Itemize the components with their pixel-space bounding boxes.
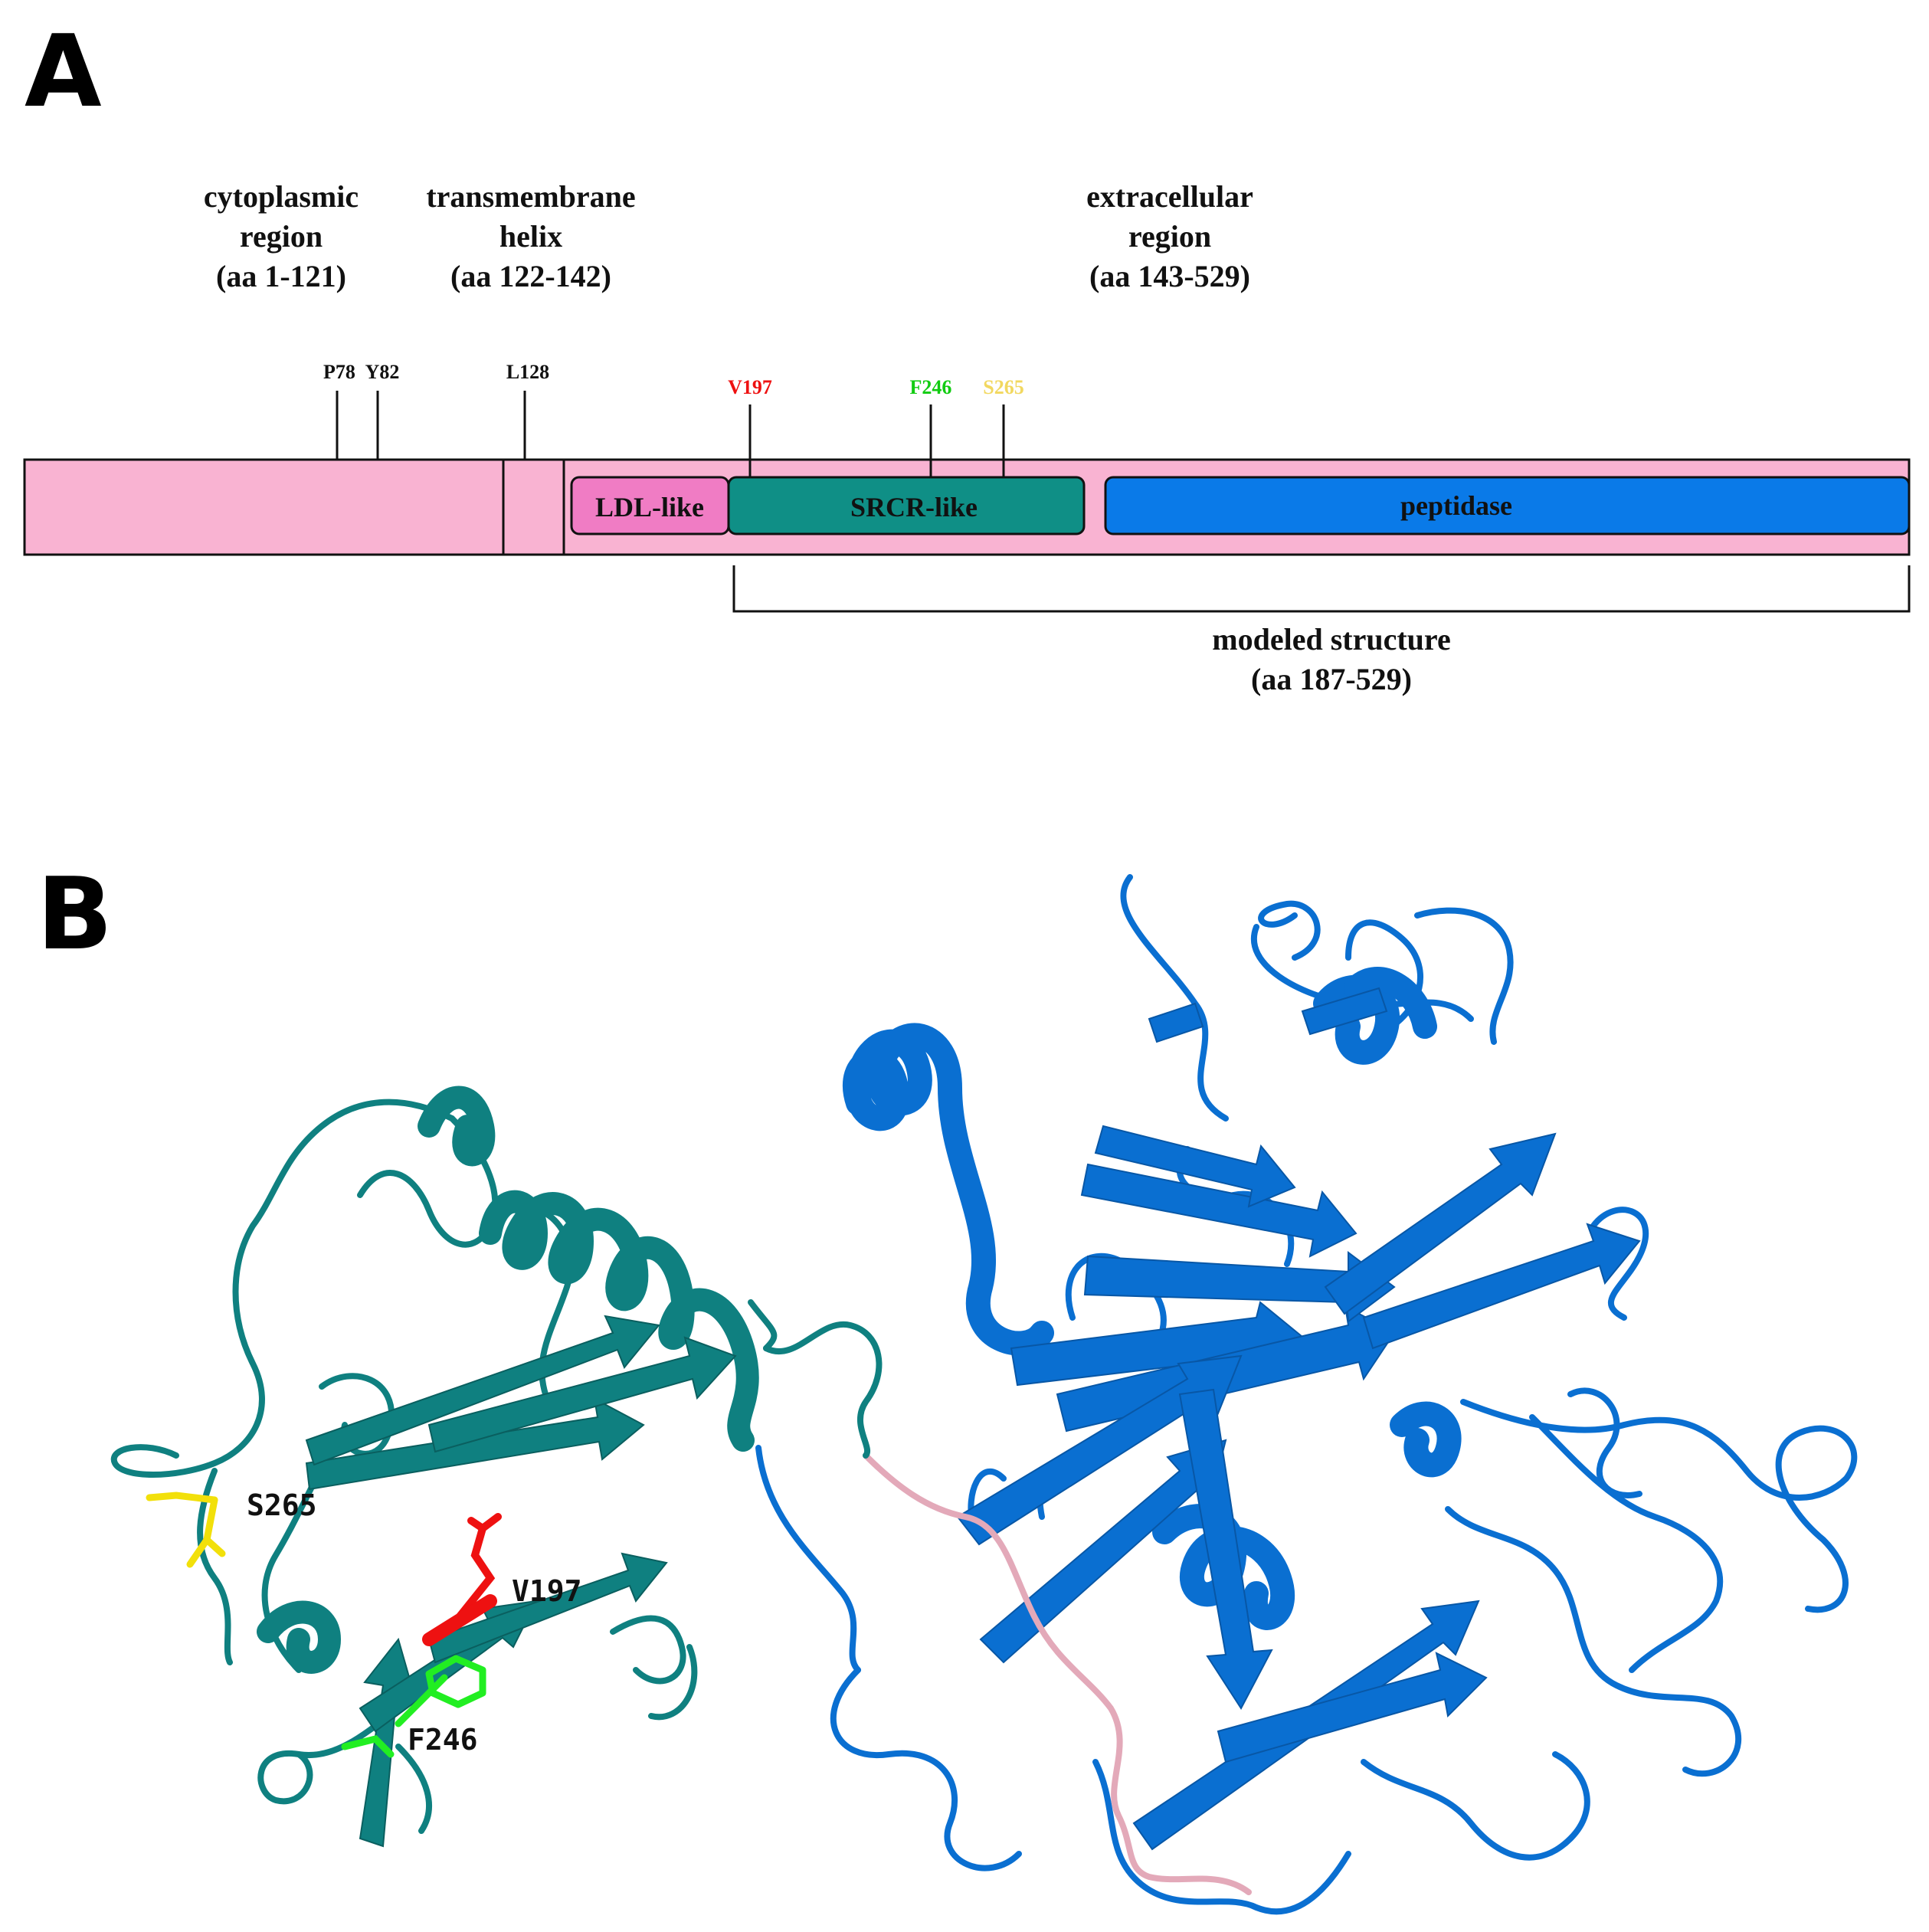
residue-v197-sticks	[422, 1513, 502, 1646]
domain-srcr-like	[727, 476, 1086, 535]
region-transmembrane-line2: helix	[499, 219, 562, 254]
region-extracellular-line1: extracellular	[1086, 179, 1253, 214]
peptidase-loop	[830, 1667, 1022, 1871]
srcr-loop	[610, 1615, 686, 1685]
srcr-loop	[110, 1099, 455, 1478]
srcr-strand	[427, 1336, 737, 1453]
peptidase-helix	[1344, 967, 1437, 1039]
panel-a: A cytoplasmic region (aa 1-121) transmem…	[23, 13, 1911, 696]
srcr-structure	[110, 1086, 883, 1848]
peptidase-helix	[1390, 1401, 1462, 1478]
srcr-loop	[763, 1321, 883, 1459]
peptidase-loop	[1120, 874, 1229, 1122]
peptidase-strand	[1094, 1125, 1296, 1208]
srcr-loop	[197, 1468, 233, 1665]
region-cytoplasmic-line1: cytoplasmic	[204, 179, 359, 214]
peptidase-loop	[1258, 900, 1321, 961]
region-extracellular-title: extracellular region (aa 143-529)	[1086, 179, 1253, 293]
region-transmembrane-title: transmembrane helix (aa 122-142)	[426, 179, 635, 293]
peptidase-strand	[1301, 987, 1388, 1036]
site-label-f246: F246	[910, 376, 952, 398]
region-extracellular-line3: (aa 143-529)	[1089, 259, 1250, 293]
srcr-strand	[305, 1397, 645, 1491]
domain-peptidase	[1104, 476, 1911, 535]
site-label-y82: Y82	[365, 361, 400, 383]
peptidase-loop	[1460, 1399, 1858, 1613]
peptidase-loop	[1590, 1207, 1649, 1321]
srcr-helix	[479, 1190, 759, 1452]
region-cytoplasmic-line2: region	[240, 219, 323, 254]
region-cytoplasmic-title: cytoplasmic region (aa 1-121)	[204, 179, 359, 293]
peptidase-strand	[1217, 1652, 1488, 1763]
peptidase-loop	[755, 1445, 861, 1673]
region-extracellular-line2: region	[1128, 219, 1211, 254]
srcr-loop	[357, 1115, 499, 1248]
region-cytoplasmic-line3: (aa 1-121)	[216, 259, 346, 293]
peptidase-strand	[956, 1354, 1243, 1546]
peptidase-structure	[755, 874, 1858, 1915]
peptidase-helix	[843, 1023, 1054, 1356]
peptidase-loop	[1445, 1506, 1742, 1777]
srcr-strand	[427, 1552, 668, 1664]
residue-f246-sticks	[341, 1655, 486, 1758]
region-transmembrane-line3: (aa 122-142)	[450, 259, 611, 293]
srcr-helix	[257, 1600, 342, 1674]
peptidase-loop	[1092, 1759, 1351, 1915]
peptidase-strand	[1362, 1223, 1641, 1350]
region-transmembrane-line1: transmembrane	[426, 179, 635, 214]
srcr-loop	[648, 1644, 698, 1721]
peptidase-strand	[1324, 1132, 1557, 1315]
site-label-v197: V197	[728, 376, 772, 398]
residue-label-f246: F246	[408, 1723, 478, 1757]
peptidase-strand	[1148, 1002, 1204, 1043]
modeled-structure-line1: modeled structure	[1212, 622, 1450, 657]
panel-a-letter: A	[25, 13, 102, 129]
panel-b-letter: B	[37, 856, 113, 972]
peptidase-loop	[1529, 1414, 1724, 1673]
domain-srcr-like-label: SRCR-like	[850, 492, 978, 522]
srcr-strand	[305, 1315, 660, 1466]
peptidase-loop	[1567, 1387, 1642, 1498]
peptidase-strand	[1083, 1251, 1396, 1323]
residue-label-s265: S265	[247, 1488, 317, 1522]
domain-ldl-like-label: LDL-like	[595, 492, 704, 522]
srcr-helix	[418, 1086, 496, 1167]
peptidase-loop	[1361, 1751, 1590, 1861]
residue-s265-sticks	[146, 1492, 226, 1568]
modeled-structure-bracket	[732, 565, 1911, 613]
peptidase-strand	[1080, 1163, 1358, 1258]
site-ticks	[336, 391, 1005, 477]
srcr-strand	[359, 1637, 415, 1848]
peptidase-loop	[1414, 907, 1514, 1045]
site-label-p78: P78	[323, 361, 355, 383]
peptidase-strand	[1178, 1388, 1273, 1710]
site-label-l128: L128	[506, 361, 549, 383]
srcr-loop	[395, 1744, 432, 1834]
srcr-loop	[257, 1682, 432, 1805]
panel-b: B	[37, 856, 1858, 1915]
srcr-loop	[748, 1299, 778, 1351]
domain-peptidase-label: peptidase	[1400, 490, 1512, 521]
site-label-s265: S265	[983, 376, 1023, 398]
modeled-structure-line2: (aa 187-529)	[1251, 662, 1412, 696]
linker-coil	[863, 1452, 1252, 1895]
linker-structure	[863, 1452, 1252, 1895]
residue-label-v197: V197	[512, 1574, 582, 1608]
